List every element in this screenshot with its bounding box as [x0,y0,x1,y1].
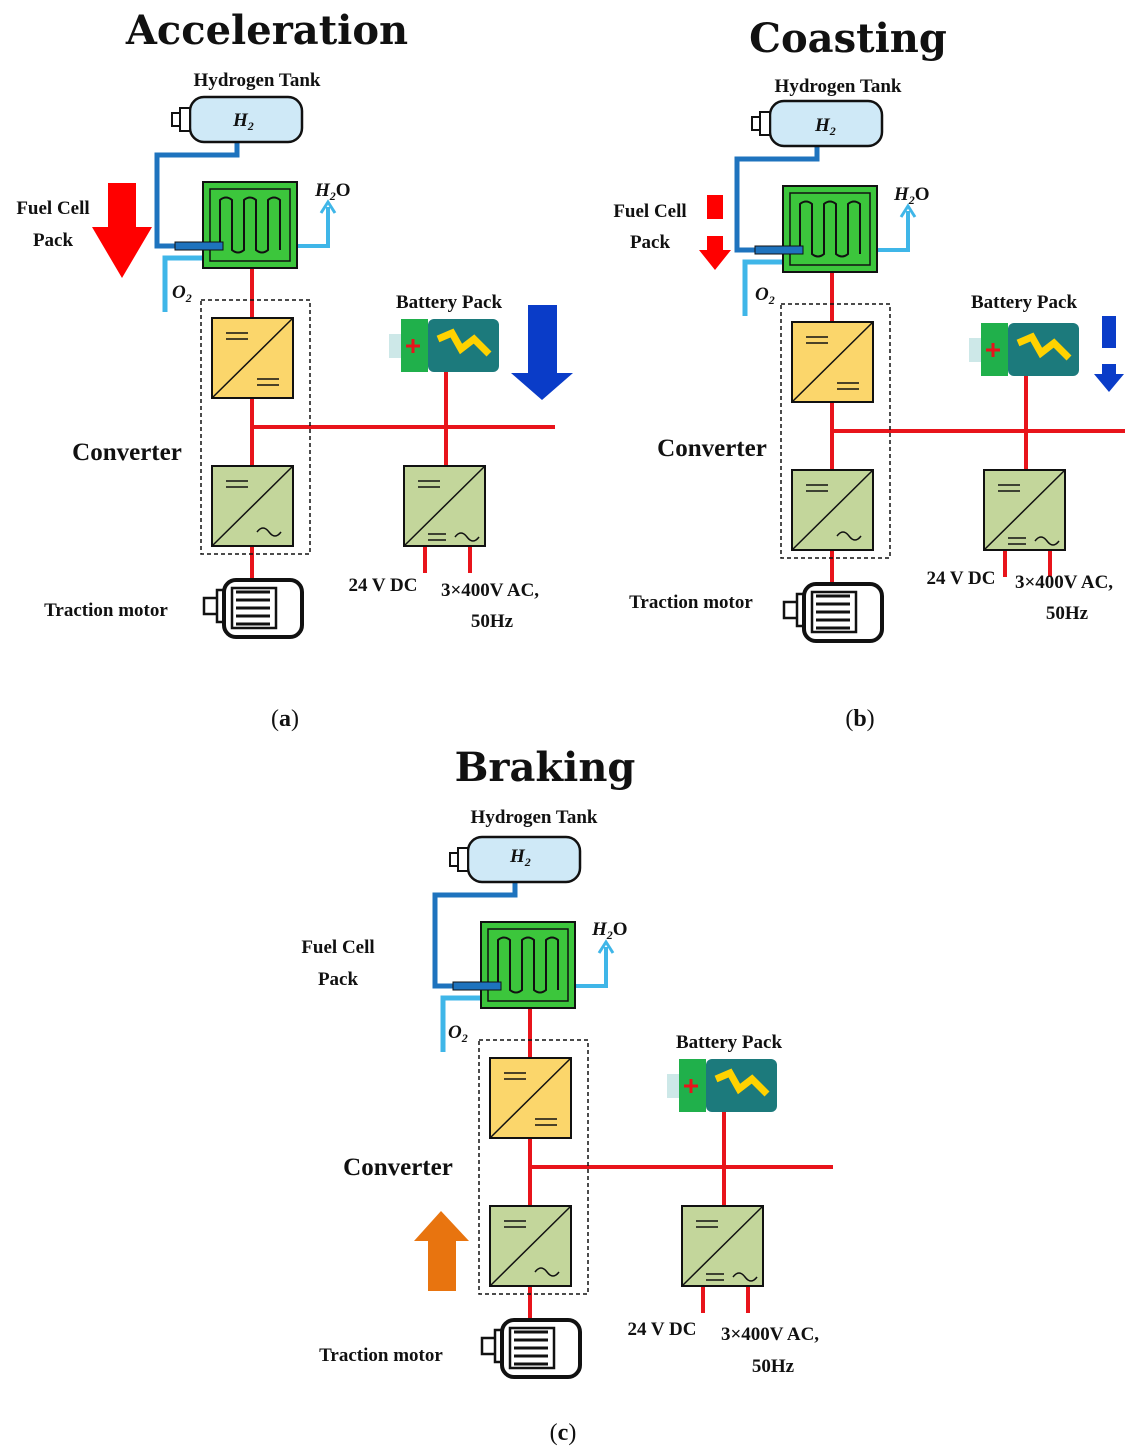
panel-braking: Braking Hydrogen Tank H2 H2O O2 Fuel Cel… [301,744,833,1446]
panel-b-title: Coasting [749,15,947,62]
panel-c-fuel-cell-label-1: Fuel Cell [301,937,374,958]
panel-a-battery-power-arrow [511,305,573,400]
panel-a-dc-label: 24 V DC [349,575,418,596]
panel-c-ac-label-1: 3×400V AC, [721,1324,819,1345]
panel-b-battery-label: Battery Pack [971,292,1077,313]
panel-a-h2-label: H2 [232,110,254,133]
panel-b-ac-label-1: 3×400V AC, [1015,572,1113,593]
panel-b-h2-label: H2 [814,115,836,138]
panel-b-battery-power-arrow [1094,364,1124,392]
panel-c-regen-power-arrow [414,1211,469,1291]
panel-coasting: Coasting Hydrogen Tank H2 H2O O2 Fuel Ce… [613,15,1125,732]
panel-a-o2-label: O2 [172,282,192,305]
panel-a-ac-label-2: 50Hz [471,611,514,632]
panel-b-battery-arrow-dash [1102,316,1116,348]
panel-c-battery-label: Battery Pack [676,1032,782,1053]
panel-b-h2o-label: H2O [893,184,930,207]
panel-a-battery-label: Battery Pack [396,292,502,313]
panel-a-hydrogen-tank-label: Hydrogen Tank [194,70,321,91]
panel-a-fuel-cell-label-1: Fuel Cell [16,198,89,219]
panel-a-ac-label-1: 3×400V AC, [441,580,539,601]
panel-c-h2o-label: H2O [591,919,628,942]
panel-b-dc-label: 24 V DC [927,568,996,589]
panel-b-o2-label: O2 [755,284,775,307]
panel-b-schematic [737,101,1125,641]
panel-acceleration: Acceleration Hydrogen Tank H2 H2O O2 Fue… [16,7,573,732]
panel-a-traction-motor-label: Traction motor [44,600,168,621]
panel-c-o2-label: O2 [448,1022,468,1045]
panel-b-fuel-cell-power-arrow [699,236,731,270]
panel-b-caption: (b) [845,706,874,732]
panel-c-ac-label-2: 50Hz [752,1356,795,1377]
panel-b-fuel-cell-arrow-dash [707,195,723,219]
panel-b-fuel-cell-label-2: Pack [630,232,671,253]
panel-c-fuel-cell-label-2: Pack [318,969,359,990]
panel-a-fuel-cell-power-arrow [92,183,152,278]
panel-b-converter-label: Converter [657,435,767,462]
panel-b-traction-motor-label: Traction motor [629,592,753,613]
panel-c-hydrogen-tank-label: Hydrogen Tank [471,807,598,828]
panel-a-title: Acceleration [125,7,408,54]
panel-a-h2o-label: H2O [314,180,351,203]
panel-a-fuel-cell-label-2: Pack [33,230,74,251]
panel-c-converter-label: Converter [343,1154,453,1181]
panel-c-traction-motor-label: Traction motor [319,1345,443,1366]
panel-b-ac-label-2: 50Hz [1046,603,1089,624]
panel-c-caption: (c) [550,1420,577,1446]
panel-a-schematic [157,97,555,637]
panel-c-schematic [435,837,833,1377]
panel-b-fuel-cell-label-1: Fuel Cell [613,201,686,222]
panel-a-caption: (a) [271,706,299,732]
panel-c-dc-label: 24 V DC [628,1319,697,1340]
panel-b-hydrogen-tank-label: Hydrogen Tank [775,76,902,97]
panel-c-h2-label: H2 [509,846,531,869]
panel-a-converter-label: Converter [72,439,182,466]
panel-c-title: Braking [455,744,636,791]
